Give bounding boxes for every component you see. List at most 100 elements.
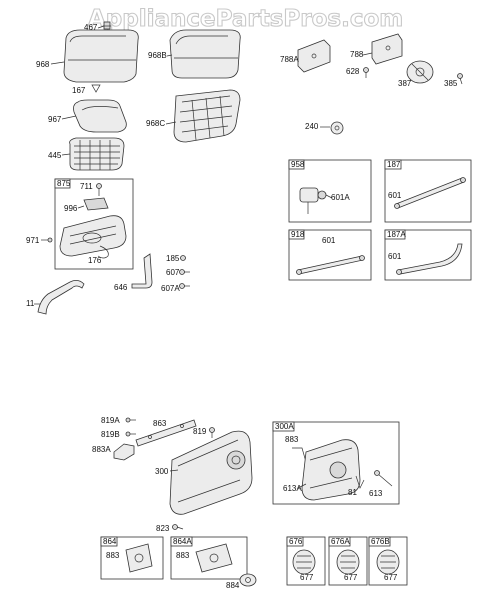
label-385: 385 [444, 79, 458, 88]
label-823: 823 [156, 524, 170, 533]
label-883A: 883A [92, 445, 111, 454]
box-label-300A: 300A [275, 422, 294, 431]
box-958-tab [288, 159, 305, 170]
box-875-tab [54, 178, 71, 189]
label-967: 967 [48, 115, 62, 124]
box-676 [286, 536, 326, 586]
guard-676A[interactable] [336, 549, 360, 575]
pre-cleaner-967[interactable] [73, 99, 127, 133]
breather-tube-11[interactable] [37, 280, 85, 315]
screw-819[interactable] [209, 427, 215, 439]
label-971: 971 [26, 236, 40, 245]
governor-control-387[interactable] [406, 60, 434, 84]
foam-block-996[interactable] [83, 197, 109, 211]
screw-819A[interactable] [125, 417, 136, 423]
box-864A-tab [170, 536, 193, 547]
label-185: 185 [166, 254, 180, 263]
box-918 [288, 229, 372, 281]
bracket-646[interactable] [131, 253, 153, 289]
label-628: 628 [346, 67, 360, 76]
air-cleaner-base[interactable] [59, 215, 127, 257]
solenoid-601A[interactable] [299, 187, 333, 214]
label-968B: 968B [148, 51, 167, 60]
label-819A: 819A [101, 416, 120, 425]
label-788A: 788A [280, 55, 299, 64]
air-filter-445[interactable] [69, 137, 125, 171]
part-240[interactable] [330, 121, 344, 135]
box-label-676: 676 [289, 537, 303, 546]
label-819B: 819B [101, 430, 120, 439]
label-601-187A: 601 [388, 252, 402, 261]
box-label-676A: 676A [331, 537, 350, 546]
box-864 [100, 536, 164, 580]
label-11: 11 [26, 299, 35, 308]
deflector-864A[interactable] [195, 543, 233, 573]
screw-628[interactable] [363, 67, 369, 79]
bracket-883A[interactable] [113, 443, 135, 461]
screw-711[interactable] [96, 183, 102, 197]
box-187 [384, 159, 472, 223]
air-cleaner-cover-968[interactable] [63, 29, 139, 83]
box-label-187A: 187A [387, 230, 406, 239]
label-300: 300 [155, 467, 169, 476]
clip-81[interactable] [355, 475, 365, 489]
label-968: 968 [36, 60, 50, 69]
air-cleaner-cover-968C[interactable] [173, 89, 241, 143]
label-607A: 607A [161, 284, 180, 293]
muffler-300[interactable] [169, 430, 253, 515]
knob-467[interactable] [103, 21, 111, 30]
label-646: 646 [114, 283, 128, 292]
bracket-863[interactable] [135, 419, 197, 447]
bracket-788A[interactable] [297, 39, 331, 73]
clip-167[interactable] [91, 84, 101, 93]
label-996: 996 [64, 204, 78, 213]
label-677-676B: 677 [384, 573, 398, 582]
bracket-788[interactable] [371, 33, 403, 65]
screw-823[interactable] [172, 524, 184, 530]
nut-185[interactable] [180, 255, 186, 261]
label-819: 819 [193, 427, 207, 436]
label-467: 467 [84, 23, 98, 32]
label-176: 176 [88, 256, 102, 265]
box-958 [288, 159, 372, 223]
screw-819B[interactable] [125, 431, 136, 437]
screw-607A[interactable] [179, 283, 191, 289]
fuel-line-601-918[interactable] [296, 255, 365, 275]
label-788: 788 [350, 50, 364, 59]
label-863: 863 [153, 419, 167, 428]
muffler-300A[interactable] [301, 439, 361, 501]
box-864A [170, 536, 248, 580]
screw-607[interactable] [179, 269, 191, 275]
spark-arrester-884[interactable] [239, 573, 257, 587]
box-300A-tab [272, 421, 295, 432]
label-883-300A: 883 [285, 435, 299, 444]
fuel-line-601-187[interactable] [394, 177, 466, 209]
air-cleaner-cover-968B[interactable] [169, 29, 241, 79]
bracket-883-300A[interactable] [292, 447, 307, 463]
screw-971[interactable] [41, 237, 53, 243]
box-300A [272, 421, 400, 505]
screw-613[interactable] [374, 470, 393, 487]
label-711: 711 [80, 182, 93, 191]
label-677-676A: 677 [344, 573, 358, 582]
label-601A: 601A [331, 193, 350, 202]
label-601-918: 601 [322, 236, 336, 245]
gasket-176[interactable] [97, 245, 109, 259]
label-601-187: 601 [388, 191, 402, 200]
box-label-187: 187 [387, 160, 401, 169]
guard-676B[interactable] [376, 549, 400, 575]
label-240: 240 [305, 122, 319, 131]
label-613: 613 [369, 489, 383, 498]
guard-676[interactable] [292, 549, 316, 575]
fuel-line-601-187A[interactable] [396, 243, 463, 275]
box-label-958: 958 [291, 160, 305, 169]
deflector-864[interactable] [125, 543, 153, 573]
screw-385[interactable] [457, 73, 463, 85]
label-968C: 968C [146, 119, 165, 128]
label-613A: 613A [283, 484, 302, 493]
box-label-864A: 864A [173, 537, 192, 546]
box-864-tab [100, 536, 118, 547]
label-167: 167 [72, 86, 86, 95]
box-918-tab [288, 229, 305, 240]
